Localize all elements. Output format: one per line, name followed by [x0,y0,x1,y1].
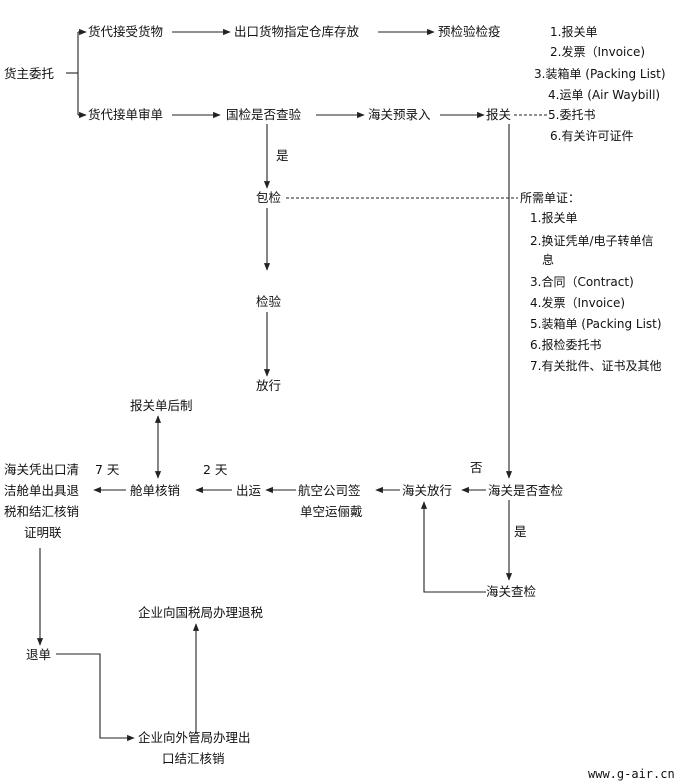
doc-list-1-item: 6.有关许可证件 [550,129,633,143]
doc-list-2-item: 6.报检委托书 [530,337,601,352]
watermark: www.g-air.cn [588,767,675,781]
node-return-docs: 退单 [26,647,51,662]
node-customs-inspection: 海关查检 [486,584,537,599]
node-tax-refund-line2: 洁舱单出具退 [4,483,80,498]
node-tax-refund-line3: 税和结汇核销 [4,504,79,519]
node-shipper: 货主委托 [4,66,54,81]
node-pre-entry: 海关预录入 [368,107,431,122]
label-yes-inspection: 是 [276,148,289,163]
arrow-to-fx-bureau [56,653,135,742]
doc-list-2-item: 5.装箱单 (Packing List) [530,316,662,331]
doc-list-2-item: 1.报关单 [530,210,577,225]
node-warehouse: 出口货物指定仓库存放 [234,24,360,39]
node-tax-refund-line4: 证明联 [24,525,62,540]
node-tax-refund-line1: 海关凭出口清 [4,462,79,477]
node-pre-inspection: 预检验检疫 [438,24,501,39]
doc-list-2-item: 2.换证凭单/电子转单信 [530,233,654,248]
label-no: 否 [470,460,483,475]
node-accept-goods: 货代接受货物 [88,24,163,39]
node-release-inspection: 放行 [256,378,281,393]
node-customs-check: 海关是否查检 [488,483,564,498]
node-declare: 报关 [486,107,511,122]
doc-list-1-item: 2.发票（Invoice) [550,44,645,59]
node-customs-release: 海关放行 [402,483,452,498]
node-airline-line2: 单空运俪戴 [300,504,363,519]
doc-list-2-item: 3.合同（Contract) [530,274,634,289]
label-days-7: 7 天 [95,462,120,477]
arrow-inspection-to-release [420,501,486,593]
node-fx-line1: 企业向外管局办理出 [138,730,251,745]
doc-list-1-item: 1.报关单 [550,24,597,39]
node-inspect-check: 国检是否查验 [226,107,302,122]
node-manifest-writeoff: 舱单核销 [130,483,180,498]
node-fx-line2: 口结汇核销 [162,751,225,766]
doc-list-2-title: 所需单证： [520,191,580,205]
doc-list-1-item: 5.委托书 [548,108,595,122]
node-tax-bureau: 企业向国税局办理退税 [138,605,264,620]
node-shipping-out: 出运 [236,483,262,498]
node-inspection-declare: 包检 [256,190,282,205]
doc-list-1-item: 3.装箱单 (Packing List) [534,66,666,81]
doc-list-2-item: 4.发票（Invoice) [530,295,625,310]
node-inspection: 检验 [256,294,282,309]
node-declaration-post: 报关单后制 [130,398,193,413]
node-review-docs: 货代接单审单 [88,107,163,122]
doc-list-inspection: 所需单证： 1.报关单 2.换证凭单/电子转单信 息 3.合同（Contract… [520,191,662,373]
doc-list-1-item: 4.运单 (Air Waybill) [548,88,660,102]
doc-list-2-item: 息 [542,252,554,267]
label-yes-customs: 是 [514,524,527,539]
doc-list-2-item: 7.有关批件、证书及其他 [530,358,661,373]
label-days-2: 2 天 [203,462,228,477]
node-airline-line1: 航空公司签 [298,483,361,498]
doc-list-declare: 1.报关单 2.发票（Invoice) 3.装箱单 (Packing List)… [534,24,666,143]
